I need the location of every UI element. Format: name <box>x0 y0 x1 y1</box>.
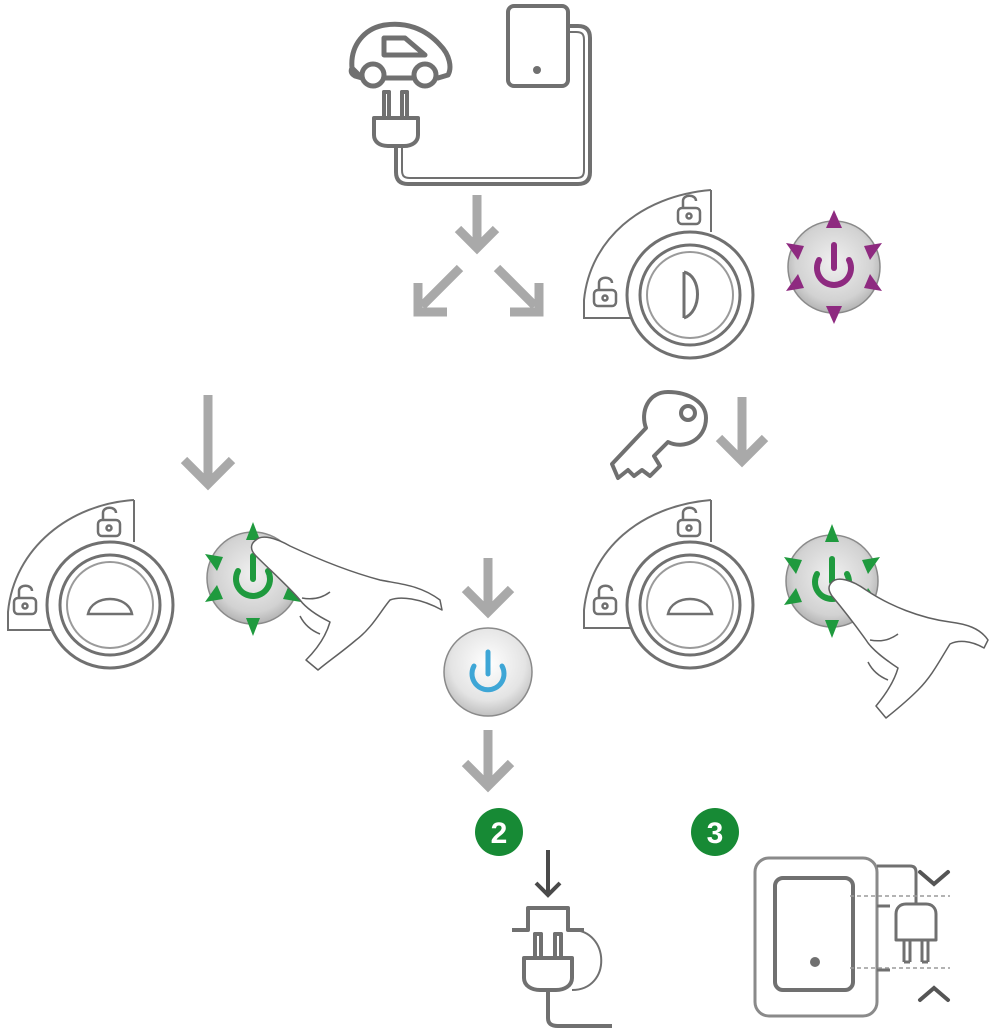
chevron-down-icon <box>918 870 950 887</box>
blink-indicator <box>786 210 882 324</box>
step-2-badge: 2 <box>475 808 523 856</box>
chevron-up-icon <box>918 985 950 1002</box>
wallbox-icon <box>506 4 570 88</box>
power-button-blue <box>443 627 533 717</box>
wallbox-holder <box>753 856 950 1018</box>
lock-icon <box>12 584 38 616</box>
charging-cable <box>394 24 592 186</box>
lock-icon <box>676 506 702 538</box>
cable-inner <box>401 31 585 179</box>
lock-panel-key <box>583 189 755 360</box>
arrow-icon <box>454 195 500 255</box>
lock-icon <box>592 584 618 616</box>
arrow-icon <box>180 395 236 491</box>
power-button-icon <box>469 649 507 693</box>
lock-icon <box>96 506 122 538</box>
plug-cable-loop <box>571 929 603 991</box>
power-button-icon <box>233 553 273 599</box>
socket-icon <box>512 906 584 932</box>
lock-icon <box>676 194 702 226</box>
arrow-icon <box>534 850 562 898</box>
arrow-icon <box>715 397 769 468</box>
car-icon <box>348 21 453 89</box>
lock-panel-right <box>583 499 755 670</box>
step-2-label: 2 <box>491 817 508 850</box>
hand-icon <box>828 578 989 719</box>
plug-icon <box>894 902 938 964</box>
power-button-icon <box>814 242 854 288</box>
plug-icon <box>522 932 574 992</box>
step-3-label: 3 <box>707 817 724 850</box>
step-3-badge: 3 <box>691 808 739 856</box>
lock-panel-left <box>7 499 175 670</box>
arrow-icon <box>461 730 515 793</box>
plug-icon <box>372 90 420 148</box>
hand-icon <box>250 536 443 671</box>
power-button-purple <box>786 210 882 324</box>
lock-icon <box>592 276 618 308</box>
key-icon <box>610 390 708 480</box>
plug-cable <box>546 990 612 1028</box>
arrow-icon <box>413 264 464 317</box>
arrow-icon <box>493 264 544 317</box>
arrow-icon <box>461 558 515 619</box>
